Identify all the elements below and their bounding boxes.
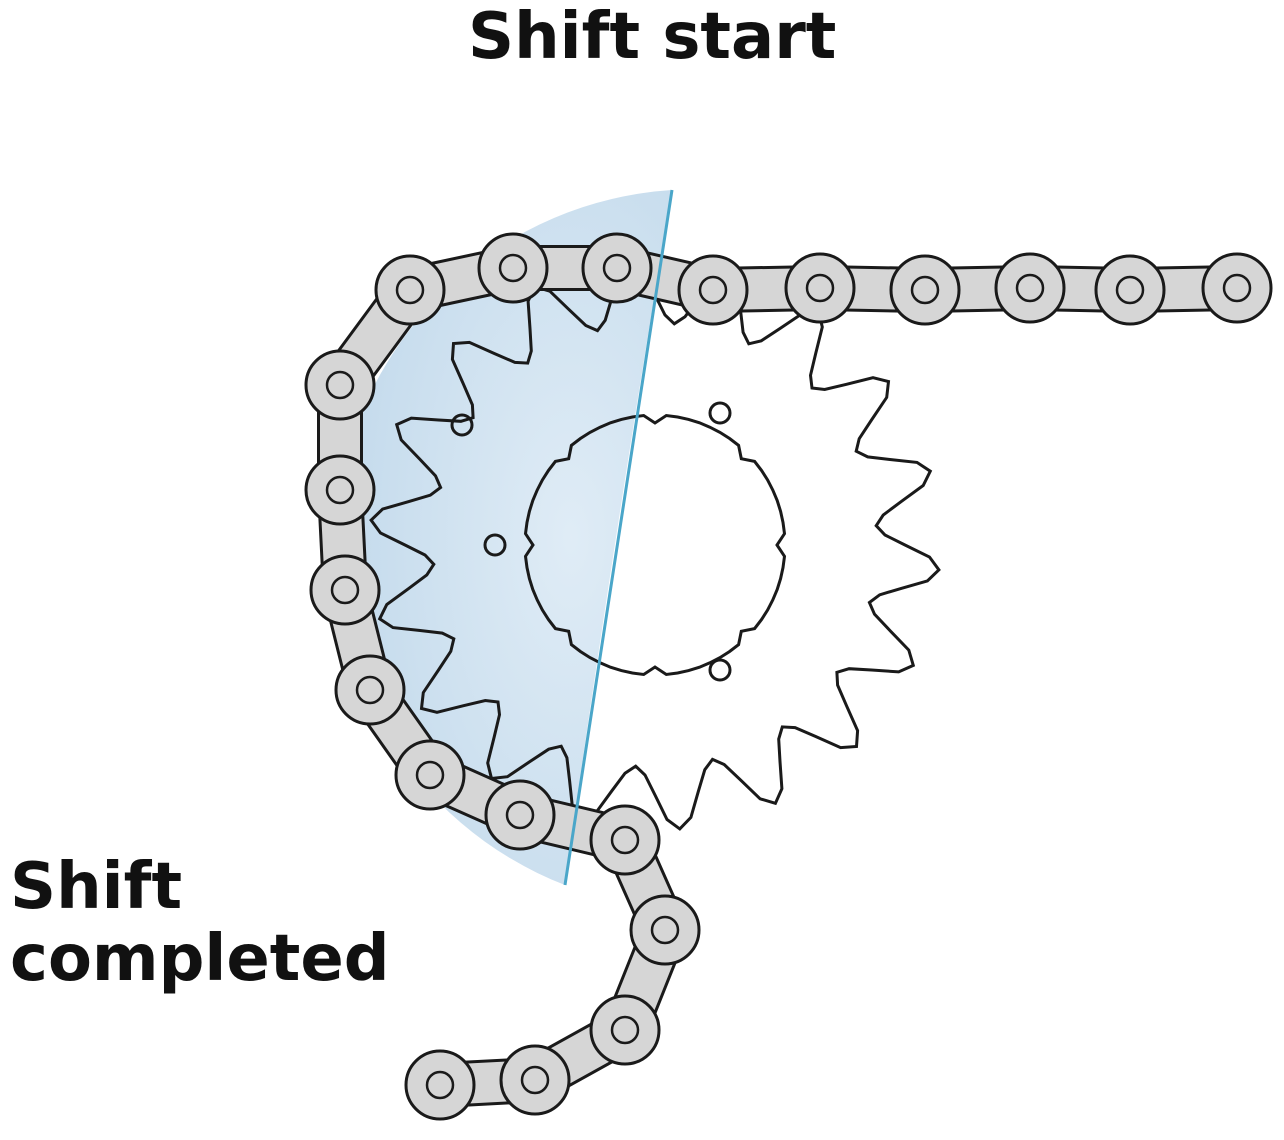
chain-pin — [325, 475, 355, 505]
sprocket-hub — [450, 401, 787, 682]
chain-pin — [325, 370, 355, 400]
shift-completed-line1: Shift — [10, 850, 183, 924]
chain-pin — [698, 275, 728, 305]
chain-pin — [520, 1065, 550, 1095]
chain-pin — [610, 825, 640, 855]
chain-pin — [805, 273, 835, 303]
chain-pin — [355, 675, 385, 705]
chain-pin — [650, 915, 680, 945]
chain-pin — [602, 253, 632, 283]
chain-pin — [415, 760, 445, 790]
chain-pin — [395, 275, 425, 305]
mount-hole — [708, 401, 732, 425]
chain-pin — [610, 1015, 640, 1045]
chain-pin — [505, 800, 535, 830]
mount-hole — [483, 533, 507, 557]
chain-pin — [1222, 273, 1252, 303]
shift-start-label: Shift start — [468, 0, 837, 74]
hub-spline — [523, 413, 787, 677]
chain-pin — [330, 575, 360, 605]
shift-completed-label: Shift completed — [10, 850, 390, 996]
chain-pin — [425, 1070, 455, 1100]
bicycle-chain — [304, 232, 1273, 1121]
chain-pin — [498, 253, 528, 283]
mount-hole — [450, 413, 474, 437]
chain-pin — [1015, 273, 1045, 303]
chain-pin — [1115, 275, 1145, 305]
shift-boundary-line — [563, 189, 674, 886]
chain-pin — [910, 275, 940, 305]
shift-completed-line2: completed — [10, 921, 390, 996]
sprocket-outline — [369, 259, 941, 831]
mount-hole — [708, 658, 732, 682]
sprocket-teeth — [369, 259, 941, 831]
